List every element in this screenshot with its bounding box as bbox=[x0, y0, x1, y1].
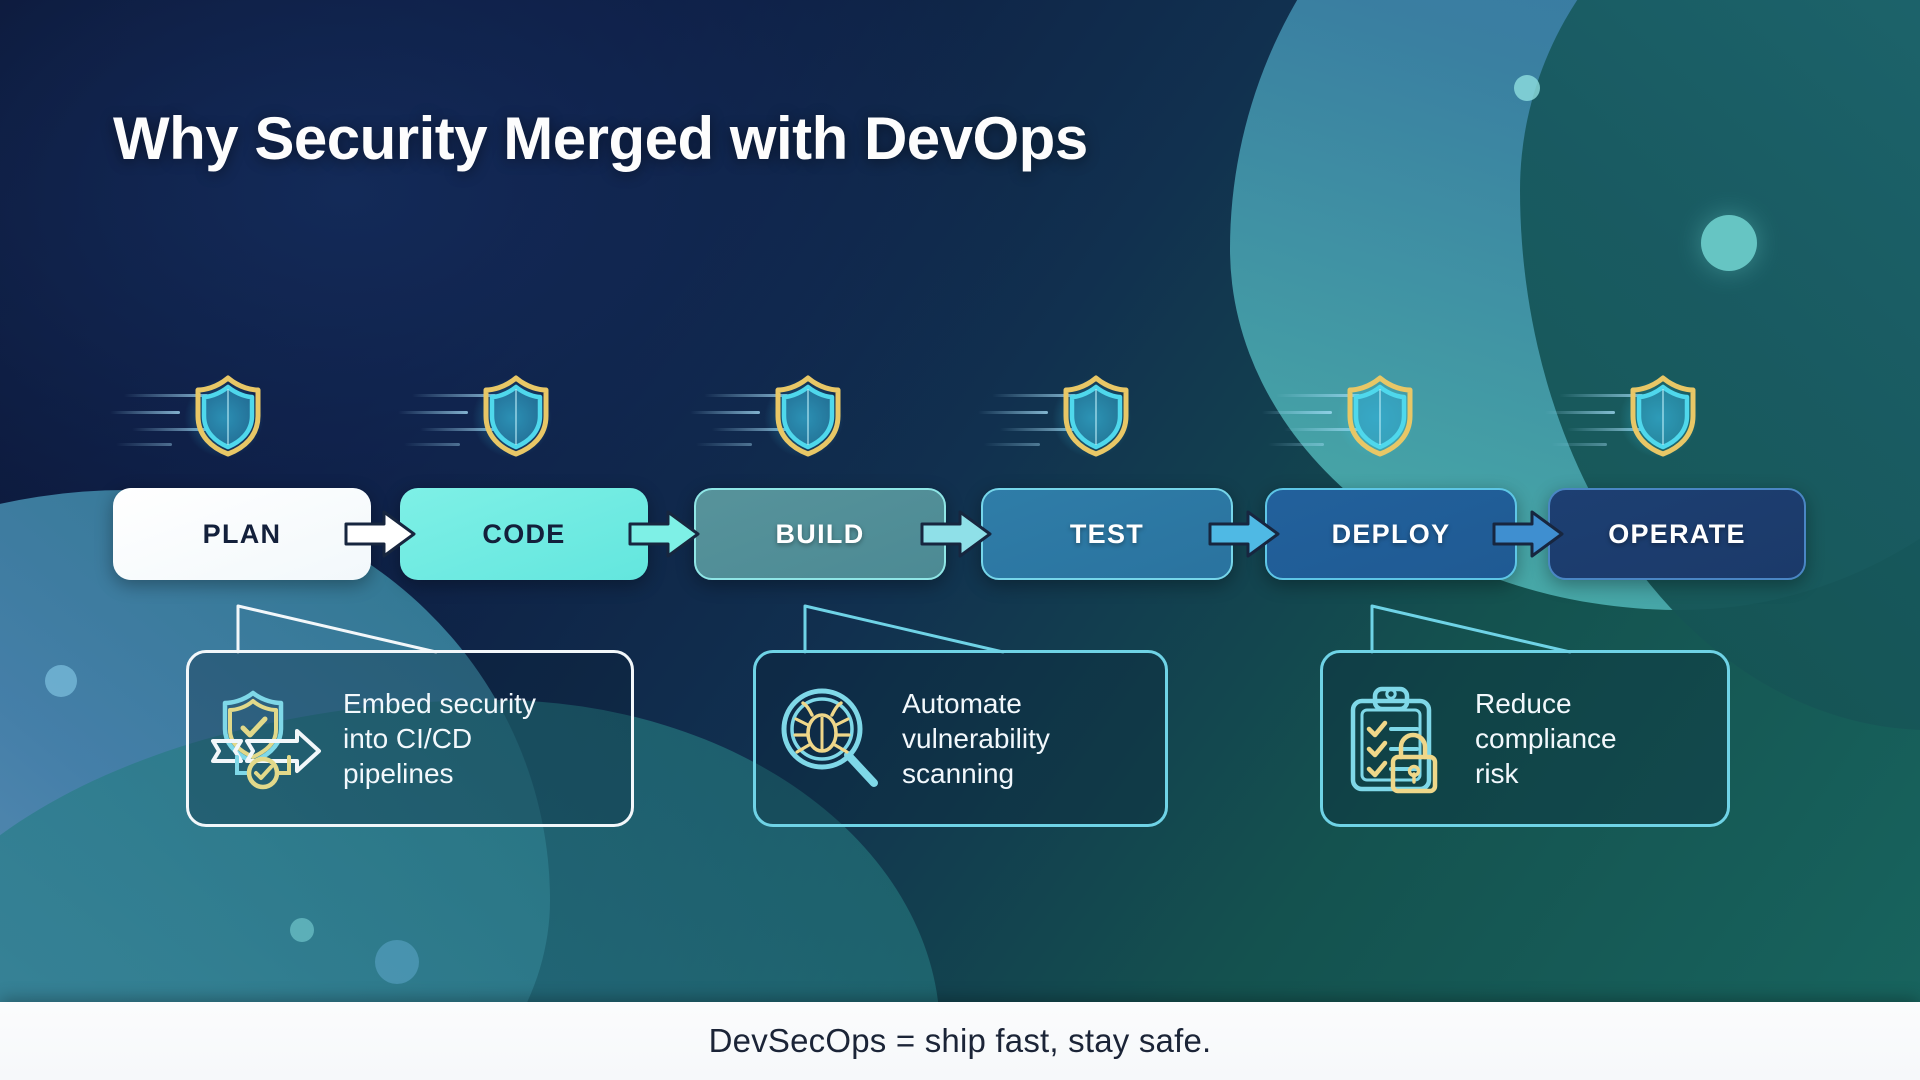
pipeline-stage-operate[interactable]: OPERATE bbox=[1548, 488, 1806, 580]
magnifier-bug-icon bbox=[781, 688, 878, 787]
callout-pointer-2 bbox=[803, 604, 1005, 654]
shield-glyph bbox=[195, 375, 261, 457]
security-shield-icon bbox=[1262, 372, 1416, 464]
pipeline-stage-code[interactable]: CODE bbox=[400, 488, 648, 580]
devops-pipeline: PLAN CODE BUILD TEST DEPLOY OPERATE bbox=[0, 488, 1920, 580]
shield-glyph bbox=[1063, 375, 1129, 457]
callout-body-3: Reduce compliance risk bbox=[1320, 650, 1730, 827]
decorative-circle-bottom-medium bbox=[375, 940, 419, 984]
pipeline-stage-label: CODE bbox=[482, 518, 566, 549]
pipeline-stage-label: DEPLOY bbox=[1331, 518, 1451, 549]
decorative-circle-small-top bbox=[1514, 75, 1540, 101]
shield-glyph bbox=[775, 375, 841, 457]
pipeline-stage-label: TEST bbox=[1069, 518, 1145, 549]
page-title: Why Security Merged with DevOps bbox=[113, 105, 1088, 172]
pipeline-stage-test[interactable]: TEST bbox=[981, 488, 1233, 580]
motion-lines bbox=[978, 386, 1082, 448]
footer-bar: DevSecOps = ship fast, stay safe. bbox=[0, 1002, 1920, 1080]
callout-2: Automate vulnerability scanning bbox=[753, 602, 1168, 829]
security-shield-icon bbox=[978, 372, 1132, 464]
callout-pointer-3 bbox=[1370, 604, 1572, 654]
callout-text-1: Embed security into CI/CD pipelines bbox=[343, 687, 536, 790]
security-shield-icon bbox=[690, 372, 844, 464]
callout-body-2: Automate vulnerability scanning bbox=[753, 650, 1168, 827]
pipeline-arrow-1 bbox=[344, 510, 416, 558]
security-shield-icon bbox=[1545, 372, 1699, 464]
pipeline-arrow-4 bbox=[1208, 510, 1280, 558]
callout-1: Embed security into CI/CD pipelines bbox=[186, 602, 634, 829]
shield-icon-row bbox=[0, 372, 1920, 464]
pipeline-arrow-2 bbox=[628, 510, 700, 558]
motion-lines bbox=[398, 386, 502, 448]
shield-glyph bbox=[1630, 375, 1696, 457]
pipeline-stage-label: OPERATE bbox=[1608, 518, 1746, 549]
shield-glyph bbox=[1347, 375, 1413, 457]
pipeline-stage-label: PLAN bbox=[202, 518, 282, 549]
shield-glyph bbox=[483, 375, 549, 457]
callout-text-3: Reduce compliance risk bbox=[1475, 687, 1617, 790]
decorative-circle-large bbox=[1701, 215, 1757, 271]
decorative-circle-left bbox=[45, 665, 77, 697]
motion-lines bbox=[110, 386, 214, 448]
callout-body-1: Embed security into CI/CD pipelines bbox=[186, 650, 634, 827]
pipeline-stage-plan[interactable]: PLAN bbox=[113, 488, 371, 580]
clipboard-lock-icon bbox=[1350, 686, 1438, 793]
callout-3: Reduce compliance risk bbox=[1320, 602, 1730, 829]
motion-lines bbox=[690, 386, 794, 448]
pipeline-arrow-5 bbox=[1492, 510, 1564, 558]
footer-tagline: DevSecOps = ship fast, stay safe. bbox=[708, 1022, 1212, 1059]
pipeline-arrow-3 bbox=[920, 510, 992, 558]
security-shield-icon bbox=[110, 372, 264, 464]
pipeline-stage-label: BUILD bbox=[775, 518, 865, 549]
shield-check-pipeline-icon bbox=[211, 690, 321, 789]
callout-text-2: Automate vulnerability scanning bbox=[902, 687, 1050, 790]
motion-lines bbox=[1545, 386, 1649, 448]
pipeline-stage-deploy[interactable]: DEPLOY bbox=[1265, 488, 1517, 580]
pipeline-stage-build[interactable]: BUILD bbox=[694, 488, 946, 580]
decorative-circle-bottom-small bbox=[290, 918, 314, 942]
motion-lines bbox=[1262, 386, 1366, 448]
security-shield-icon bbox=[398, 372, 552, 464]
callout-pointer-1 bbox=[236, 604, 438, 654]
